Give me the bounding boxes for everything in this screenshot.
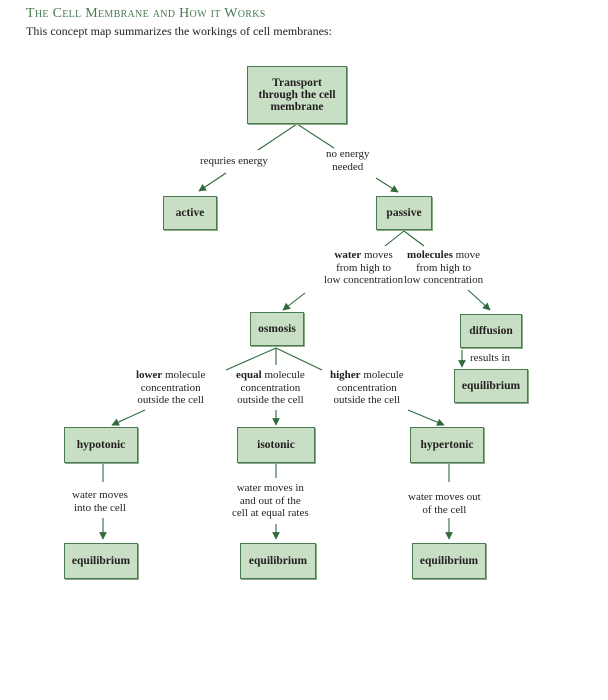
node-equilibrium-iso: equilibrium <box>240 543 316 579</box>
page-title: The Cell Membrane and How it Works <box>26 6 266 21</box>
label-water-moves-line3: low concentration <box>324 274 404 286</box>
label-water-moves-line2: from high to <box>336 261 392 274</box>
connector-osmosis-left <box>225 347 277 371</box>
label-equal-rest: molecule <box>261 369 305 381</box>
page-subtitle: This concept map summarizes the workings… <box>26 24 332 38</box>
label-no-energy-line1: no energy <box>326 148 370 160</box>
arrow-to-passive <box>375 177 399 193</box>
label-molecules-move-line3: low concentration <box>404 274 484 286</box>
label-lower-rest: molecule <box>162 369 206 381</box>
arrow-to-osmosis <box>282 292 306 311</box>
label-molecules-move: molecules move from high to low concentr… <box>404 249 483 287</box>
label-requires-energy-text: requries energy <box>200 155 268 167</box>
node-equilibrium-diffusion: equilibrium <box>454 369 528 403</box>
node-active-label: active <box>175 207 205 219</box>
label-iso-line3: cell at equal rates <box>232 507 309 519</box>
label-lower-concentration: lower molecule concentration outside the… <box>136 369 205 407</box>
label-water-moves: water moves from high to low concentrati… <box>324 249 403 287</box>
label-lower-line3: outside the cell <box>137 394 204 406</box>
label-hypo-line1: water moves <box>72 489 128 501</box>
label-equal-line2: concentration <box>240 381 301 394</box>
label-molecules-bold: molecules <box>407 249 453 261</box>
node-hypertonic: hypertonic <box>410 427 484 463</box>
connector-passive-right <box>403 230 425 247</box>
node-equilibrium-hypo: equilibrium <box>64 543 138 579</box>
label-higher-concentration: higher molecule concentration outside th… <box>330 369 404 407</box>
node-transport-label: Transport through the cell membrane <box>258 77 336 113</box>
label-hyper-line2: of the cell <box>422 503 467 516</box>
node-diffusion: diffusion <box>460 314 522 348</box>
node-equilibrium-hyper-label: equilibrium <box>419 555 479 567</box>
arrow-to-hypertonic <box>407 409 445 426</box>
node-osmosis: osmosis <box>250 312 304 346</box>
node-equilibrium-iso-label: equilibrium <box>248 555 308 567</box>
label-water-moves-rest: moves <box>361 249 393 261</box>
label-no-energy-line2: needed <box>332 160 364 173</box>
label-molecules-rest: move <box>452 249 481 261</box>
label-equal-bold: equal <box>236 369 262 381</box>
label-higher-line1: higher molecule <box>330 369 404 382</box>
node-hypertonic-label: hypertonic <box>420 439 474 451</box>
label-equal-line1: equal molecule <box>236 369 305 382</box>
node-osmosis-label: osmosis <box>258 323 296 335</box>
label-hypo-line2: into the cell <box>73 501 126 514</box>
node-isotonic: isotonic <box>237 427 315 463</box>
node-passive-label: passive <box>386 207 422 219</box>
node-transport: Transport through the cell membrane <box>247 66 347 124</box>
label-higher-rest: molecule <box>360 369 404 381</box>
label-equal-line3: outside the cell <box>237 394 304 406</box>
label-results-in: results in <box>470 352 510 365</box>
node-equilibrium-diffusion-label: equilibrium <box>461 380 521 392</box>
node-active: active <box>163 196 217 230</box>
label-lower-line1: lower molecule <box>136 369 205 382</box>
node-hypotonic-label: hypotonic <box>76 439 126 451</box>
label-higher-line2: concentration <box>336 381 397 394</box>
label-results-in-text: results in <box>470 352 511 364</box>
label-no-energy: no energy needed <box>326 148 369 173</box>
label-higher-line3: outside the cell <box>333 394 401 406</box>
node-equilibrium-hypo-label: equilibrium <box>71 555 131 567</box>
connector-transport-left <box>257 123 298 151</box>
arrow-to-active <box>198 172 227 192</box>
label-molecules-move-line1: molecules move <box>404 249 483 262</box>
arrow-to-diffusion <box>467 289 491 311</box>
label-water-moves-bold: water <box>334 249 362 261</box>
label-lower-bold: lower <box>136 369 163 381</box>
connector-passive-left <box>384 230 405 247</box>
label-higher-bold: higher <box>330 369 361 381</box>
node-passive: passive <box>376 196 432 230</box>
label-requires-energy: requries energy <box>200 155 268 168</box>
connector-osmosis-right <box>275 347 323 371</box>
label-lower-line2: concentration <box>140 381 201 394</box>
label-isotonic-effect: water moves in and out of the cell at eq… <box>232 482 309 520</box>
label-hypertonic-effect: water moves out of the cell <box>408 491 481 516</box>
label-equal-concentration: equal molecule concentration outside the… <box>236 369 305 407</box>
label-molecules-move-line2: from high to <box>416 261 472 274</box>
connector-transport-right <box>296 123 335 149</box>
label-iso-line2: and out of the <box>239 494 301 507</box>
arrow-to-hypotonic <box>111 409 146 426</box>
node-isotonic-label: isotonic <box>257 439 295 451</box>
label-iso-line1: water moves in <box>236 482 304 494</box>
label-water-moves-line1: water moves <box>324 249 403 262</box>
label-hyper-line1: water moves out <box>408 491 481 503</box>
label-hypotonic-effect: water moves into the cell <box>72 489 128 514</box>
node-hypotonic: hypotonic <box>64 427 138 463</box>
node-diffusion-label: diffusion <box>469 325 513 337</box>
node-equilibrium-hyper: equilibrium <box>412 543 486 579</box>
